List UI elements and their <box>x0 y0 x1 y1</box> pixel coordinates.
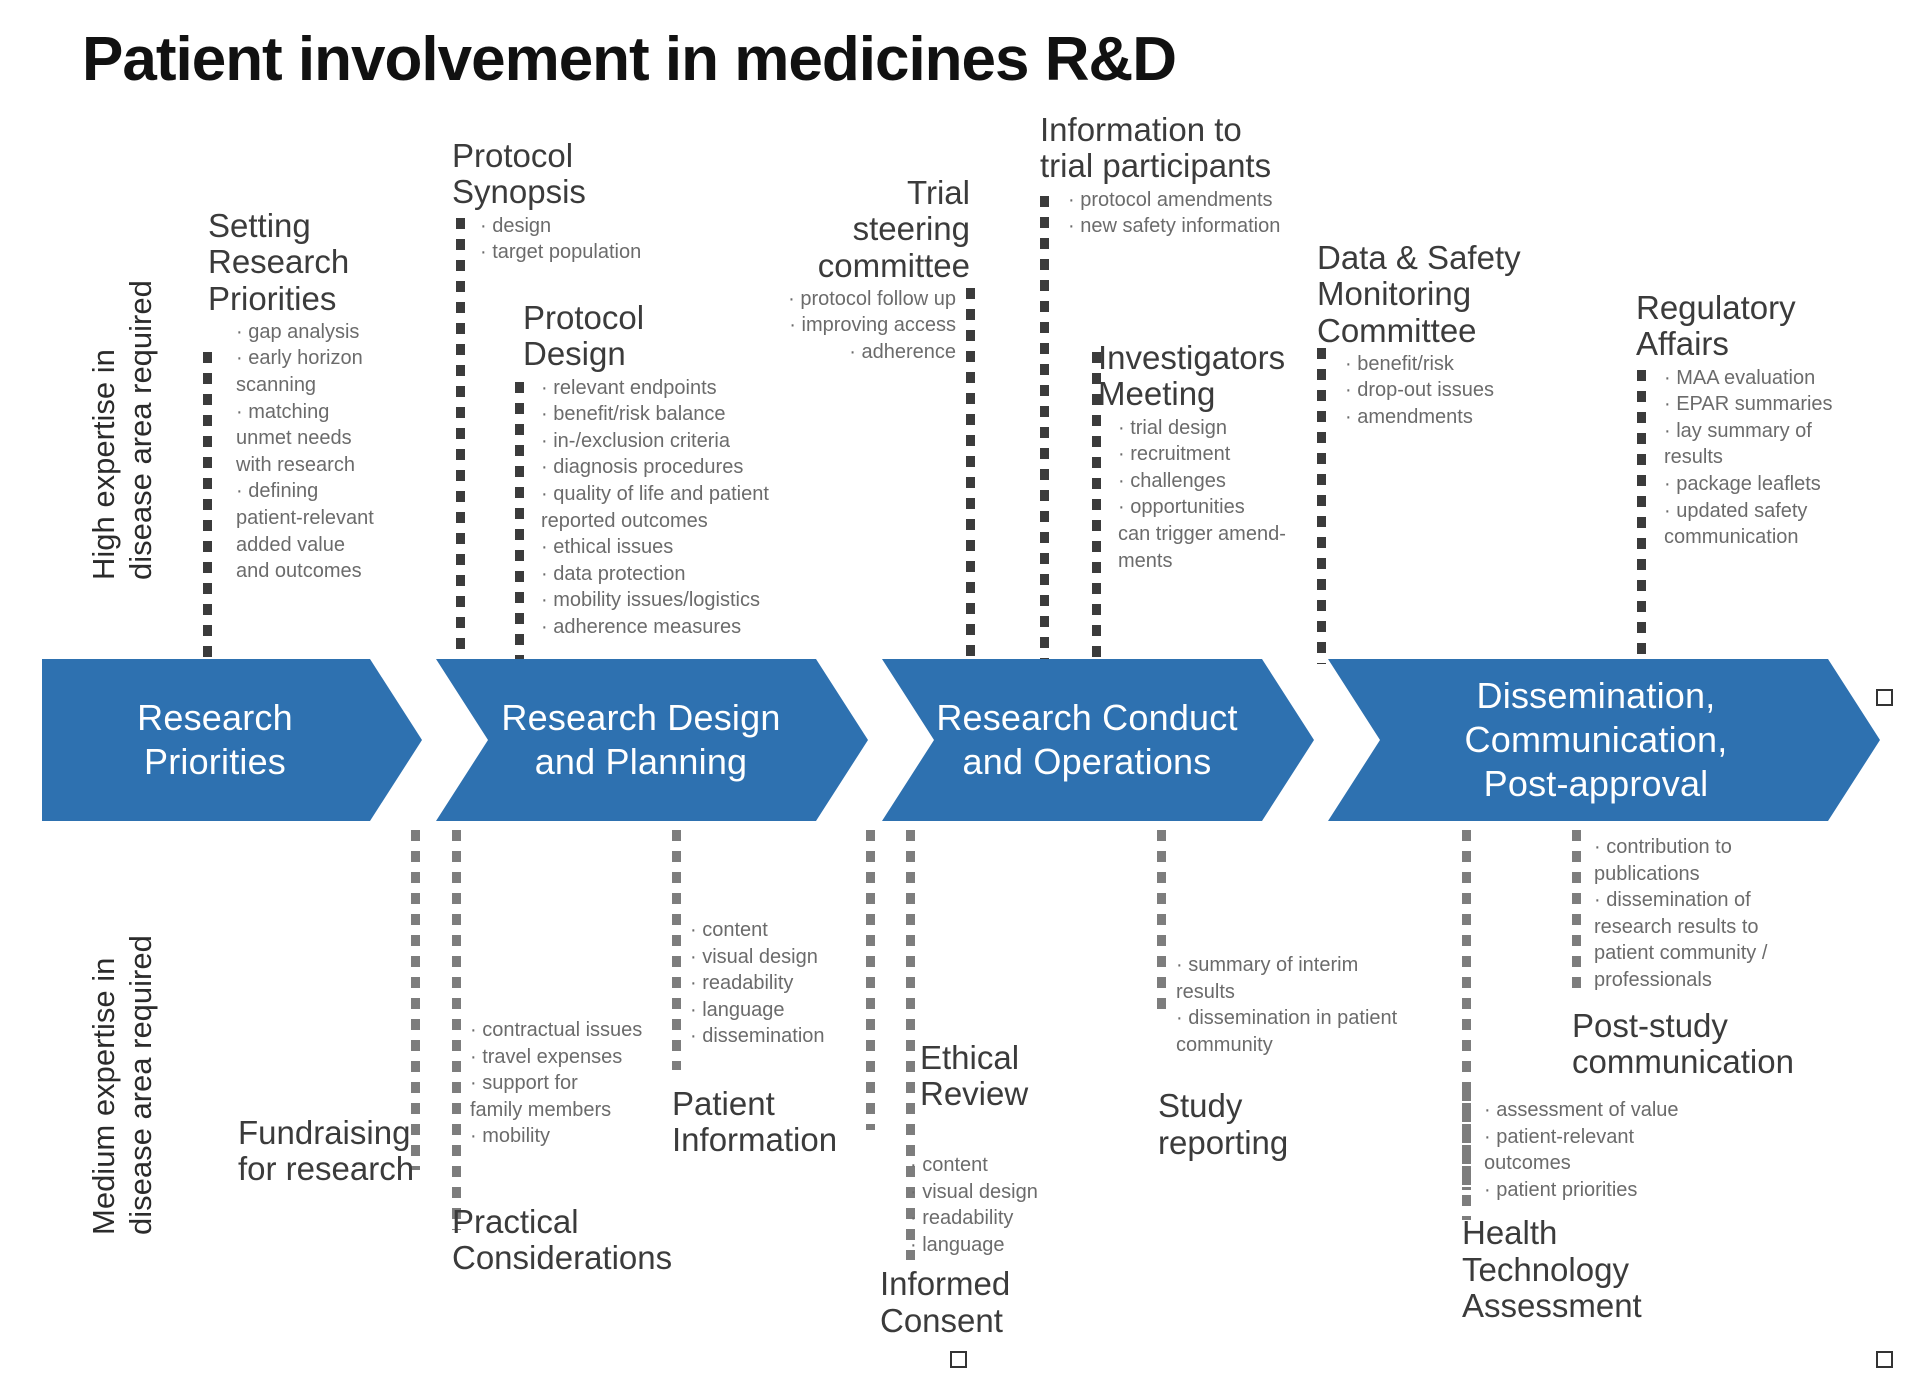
connector-line-informed-consent <box>906 830 915 1260</box>
node-heading: Post-study communication <box>1572 1006 1794 1080</box>
node-heading: Practical Considerations <box>452 1202 673 1277</box>
process-banner: Research Priorities Research Design and … <box>42 659 1880 821</box>
node-bullets: · trial design · recruitment · challenge… <box>1118 416 1286 572</box>
node-data-safety-monitoring-committee[interactable]: Data & Safety Monitoring Committee · ben… <box>1317 239 1567 431</box>
node-heading: Fundraising for research <box>238 1114 415 1188</box>
connector-line-information-participants <box>1040 196 1049 664</box>
node-bullets: · content · visual design · readability … <box>690 919 825 1048</box>
node-study-reporting[interactable]: · summary of interim results · dissemina… <box>1158 950 1448 1161</box>
node-heading: Trial steering committee <box>817 174 970 284</box>
node-informed-consent[interactable]: · content · visual design · readability … <box>880 1150 1110 1339</box>
node-bullets: · summary of interim results · dissemina… <box>1176 954 1398 1056</box>
node-bullets: · MAA evaluation · EPAR summaries · lay … <box>1664 366 1833 549</box>
connector-line-data-safety-committee <box>1317 348 1326 664</box>
page-title: Patient involvement in medicines R&D <box>82 25 1177 94</box>
node-bullets: · design · target population <box>480 214 642 264</box>
node-bullets: · protocol amendments · new safety infor… <box>1068 188 1281 238</box>
node-investigators-meeting[interactable]: Investigators Meeting · trial design · r… <box>1090 339 1360 574</box>
node-heading: Investigators Meeting <box>1098 339 1286 413</box>
node-heading: Protocol Synopsis <box>452 137 586 211</box>
connector-line-ethical-review <box>866 830 875 1130</box>
node-practical-considerations[interactable]: · contractual issues · travel expenses ·… <box>452 1015 682 1277</box>
node-heading: Informed Consent <box>880 1265 1011 1339</box>
stage-research-conduct-and-operations[interactable]: Research Conduct and Operations <box>882 659 1314 821</box>
node-heading: Information to trial participants <box>1040 111 1272 185</box>
node-bullets: · gap analysis · early horizon scanning … <box>236 320 374 583</box>
node-post-study-communication[interactable]: · contribution to publications · dissemi… <box>1572 832 1832 1080</box>
node-heading: Study reporting <box>1158 1087 1289 1161</box>
stage-research-design-and-planning[interactable]: Research Design and Planning <box>436 659 868 821</box>
artefact-square-right-top <box>1876 689 1893 706</box>
node-bullets: · content · visual design · readability … <box>910 1154 1038 1256</box>
node-protocol-design[interactable]: Protocol Design · relevant endpoints · b… <box>513 299 813 641</box>
node-bullets: · protocol follow up · improving access … <box>788 287 956 364</box>
stage-research-priorities[interactable]: Research Priorities <box>42 659 422 821</box>
connector-line-dissemination-bullets <box>1572 830 1581 990</box>
stage-label: Research Design and Planning <box>501 697 781 782</box>
connector-line-practical-considerations <box>452 830 461 1230</box>
connector-line-regulatory-affairs <box>1637 370 1646 664</box>
connector-line-setting-research-priorities <box>203 352 212 664</box>
artefact-square-bottom-right <box>1876 1351 1893 1368</box>
axis-label-medium-expertise: Medium expertise in disease area require… <box>86 935 158 1235</box>
node-protocol-synopsis[interactable]: Protocol Synopsis · design · target popu… <box>452 137 682 266</box>
connector-line-post-study-communication <box>1462 830 1471 1190</box>
connector-line-trial-steering-committee <box>966 288 975 664</box>
node-bullets: · assessment of value · patient-relevant… <box>1484 1099 1679 1201</box>
node-heading: Setting Research Priorities <box>208 207 350 317</box>
node-fundraising-for-research[interactable]: Fundraising for research <box>238 1114 428 1188</box>
node-bullets: · benefit/risk · drop-out issues · amend… <box>1345 352 1494 429</box>
connector-line-protocol-design <box>515 382 524 664</box>
connector-line-health-technology-assessment <box>1462 1090 1471 1220</box>
node-bullets: · contractual issues · travel expenses ·… <box>470 1019 643 1148</box>
stage-label: Dissemination, Communication, Post-appro… <box>1464 675 1728 804</box>
node-heading: Patient Information <box>672 1084 838 1159</box>
node-trial-steering-committee[interactable]: Trial steering committee · protocol foll… <box>720 174 970 366</box>
connector-line-patient-information <box>672 830 681 1070</box>
node-heading: Data & Safety Monitoring Committee <box>1317 239 1521 349</box>
connector-line-protocol-synopsis <box>456 218 465 664</box>
node-patient-information[interactable]: · content · visual design · readability … <box>672 915 902 1159</box>
connector-line-fundraising <box>411 830 420 1170</box>
node-regulatory-affairs[interactable]: Regulatory Affairs · MAA evaluation · EP… <box>1636 289 1876 551</box>
node-ethical-review[interactable]: Ethical Review <box>906 1039 1086 1113</box>
node-bullets: · contribution to publications · dissemi… <box>1594 836 1768 991</box>
node-heading: Regulatory Affairs <box>1636 289 1796 363</box>
node-heading: Protocol Design <box>523 299 645 373</box>
stage-label: Research Priorities <box>137 697 293 782</box>
node-information-to-trial-participants[interactable]: Information to trial participants · prot… <box>1040 111 1340 240</box>
connector-line-study-reporting <box>1157 830 1166 1010</box>
node-setting-research-priorities[interactable]: Setting Research Priorities · gap analys… <box>208 207 418 585</box>
node-heading: Health Technology Assessment <box>1462 1214 1642 1324</box>
stage-label: Research Conduct and Operations <box>936 697 1238 782</box>
axis-label-high-expertise: High expertise in disease area required <box>86 280 158 580</box>
artefact-square-bottom-center <box>950 1351 967 1368</box>
connector-line-investigators-meeting <box>1092 352 1101 664</box>
node-bullets: · relevant endpoints · benefit/risk bala… <box>541 376 769 638</box>
node-heading: Ethical Review <box>920 1039 1029 1113</box>
stage-dissemination-communication-post-approval[interactable]: Dissemination, Communication, Post-appro… <box>1328 659 1880 821</box>
node-health-technology-assessment[interactable]: · assessment of value · patient-relevant… <box>1462 1095 1742 1324</box>
